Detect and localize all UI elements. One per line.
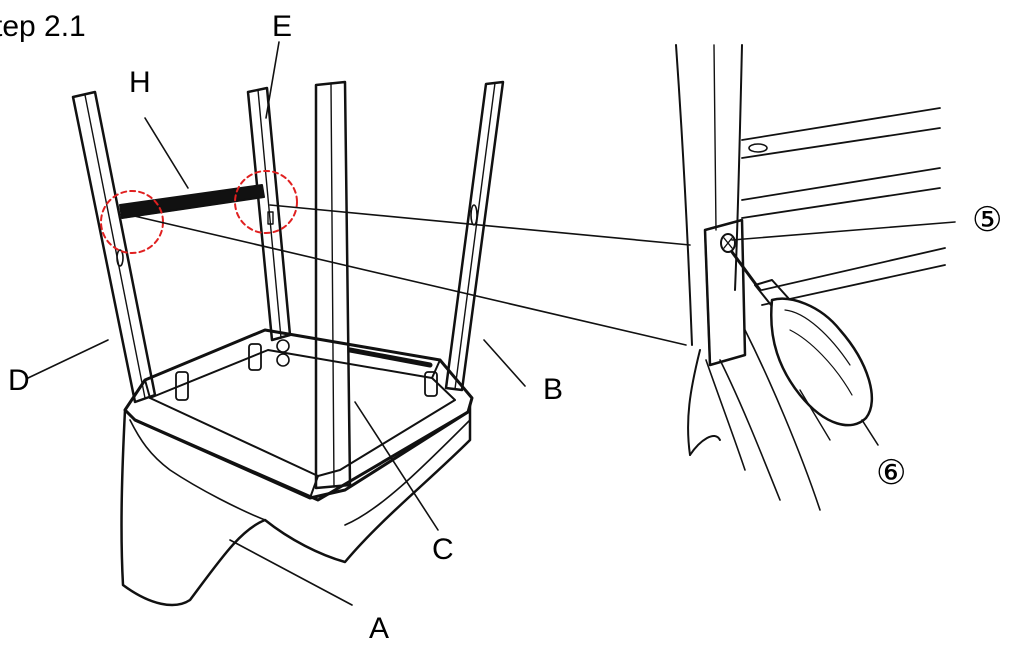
leader-5 <box>731 221 956 241</box>
corner-block <box>175 371 189 401</box>
screw-icon <box>720 233 736 253</box>
leader-c <box>354 401 439 531</box>
leader-b <box>483 339 526 387</box>
stretcher-h <box>119 184 265 219</box>
part-label-screw: ⑤ <box>972 200 1003 240</box>
leader-a <box>229 539 353 606</box>
step-title: tep 2.1 <box>0 10 86 43</box>
leader-e <box>265 41 280 119</box>
leg-b <box>444 80 505 392</box>
part-label-screwdriver: ⑥ <box>876 453 907 493</box>
leg-d <box>71 90 157 404</box>
stretcher-block <box>703 218 747 367</box>
stool-illustration <box>27 41 691 607</box>
leg-e <box>246 86 292 342</box>
cushion-fold <box>129 419 266 521</box>
seat-cushion <box>120 403 472 607</box>
pointer-line-lower <box>129 214 687 346</box>
screwdriver-icon <box>730 250 874 427</box>
part-label-d: D <box>8 364 30 397</box>
part-label-h: H <box>129 66 151 99</box>
pointer-line-upper <box>269 204 691 246</box>
leg-c <box>314 80 352 490</box>
seat-frame-inner <box>149 349 456 477</box>
leader-h <box>144 117 189 189</box>
part-label-c: C <box>432 533 454 566</box>
corner-block <box>424 371 438 397</box>
detail-illustration <box>675 44 956 511</box>
cushion-fold-2 <box>344 419 471 526</box>
part-label-e: E <box>272 10 293 43</box>
part-label-a: A <box>369 612 390 645</box>
leader-6 <box>861 419 879 446</box>
part-label-b: B <box>543 373 564 406</box>
corner-block <box>248 343 262 371</box>
highlight-circle <box>234 170 298 234</box>
leader-d <box>27 339 109 379</box>
